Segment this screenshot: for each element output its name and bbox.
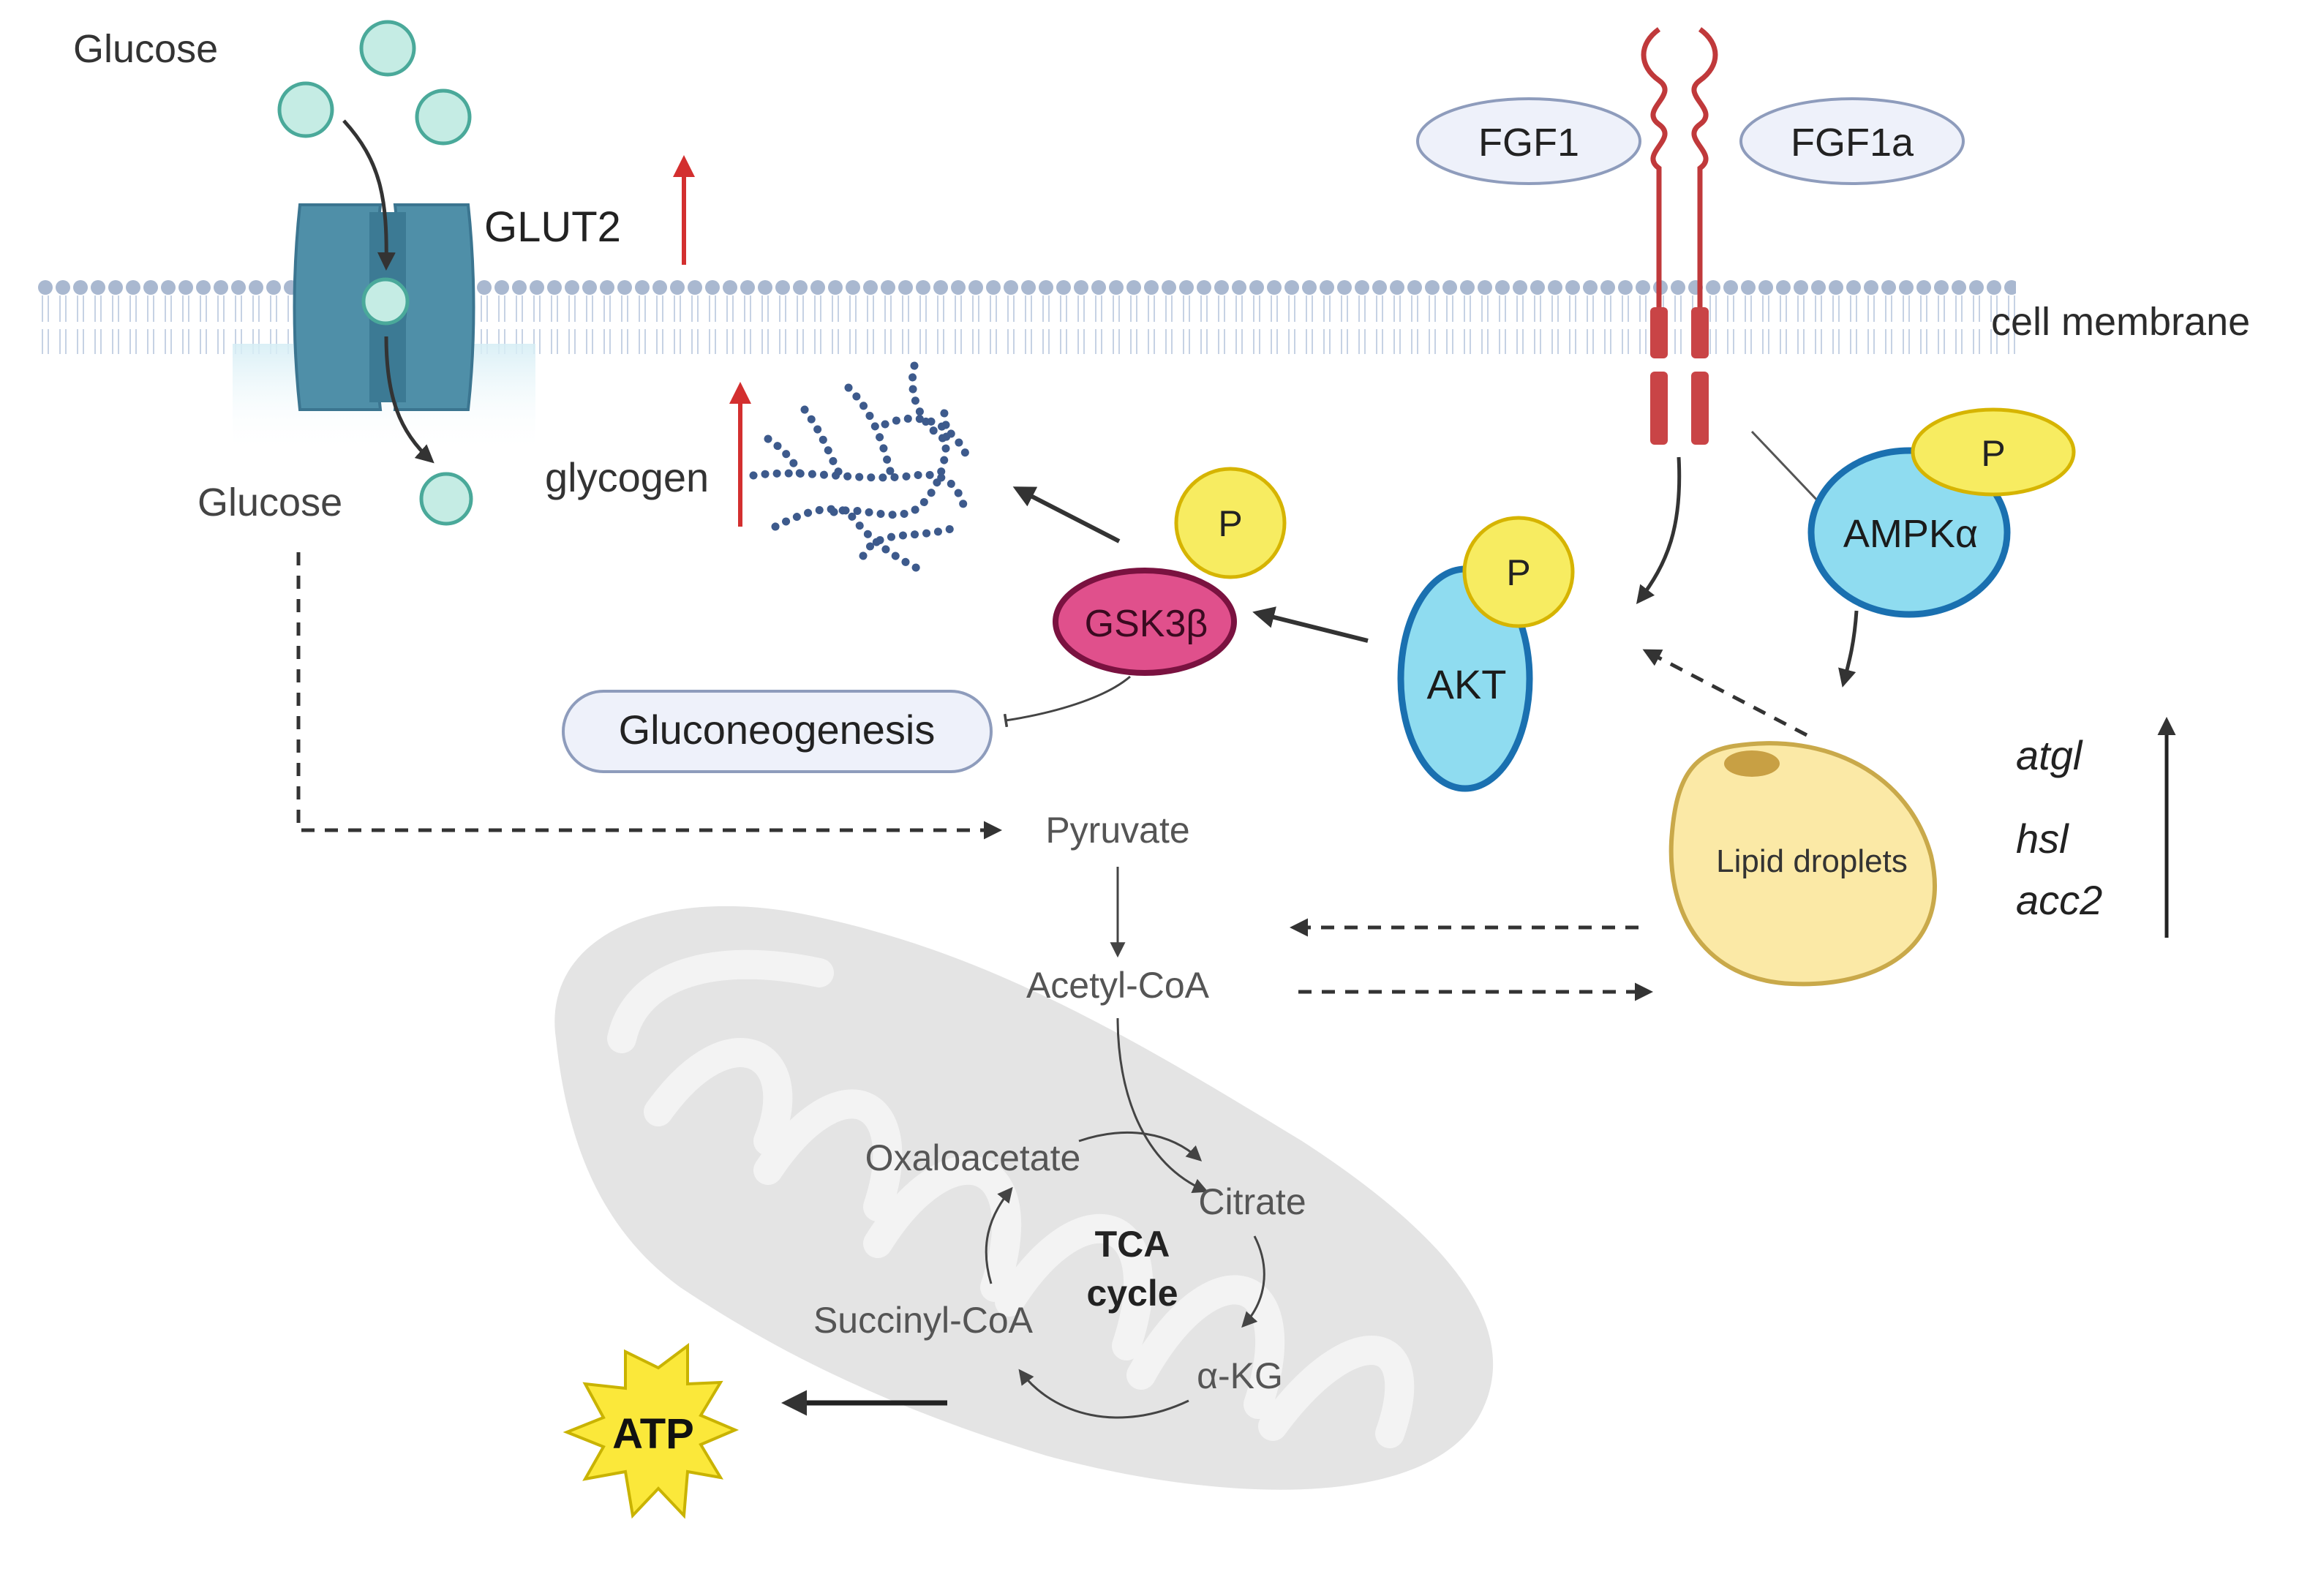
- ampk-phospho-circle: [1911, 407, 2076, 497]
- lipid-to-akt-dashed-arrow: [1642, 649, 1808, 737]
- glucose-inside-label: Glucose: [197, 481, 342, 524]
- lipid-droplets-label: Lipid droplets: [1716, 843, 1908, 879]
- receptor-to-akt-arrow: [1636, 456, 1682, 604]
- ampk-to-lipid-arrow: [1838, 610, 1859, 688]
- acetyl-coa-label: Acetyl-CoA: [1026, 965, 1210, 1006]
- glucose-molecule: [415, 89, 472, 146]
- tca-label-line2: cycle: [1086, 1273, 1178, 1314]
- mitochondrion: [554, 906, 1494, 1490]
- fgf-receptor-transmembrane: [1650, 307, 1709, 445]
- fgf1-ligand: [1416, 97, 1641, 185]
- akt-label: AKT: [1427, 661, 1507, 707]
- glucose-exit-arrow: [384, 336, 434, 464]
- gsk3b-phospho-circle: [1174, 467, 1287, 579]
- atp-starburst: [563, 1343, 740, 1519]
- fgf-receptor: [1641, 27, 1718, 307]
- gsk3b-phospho-label: P: [1218, 503, 1242, 544]
- glycogen-structure: [749, 361, 970, 575]
- glucose-molecule: [359, 20, 416, 77]
- glut2-label: GLUT2: [484, 203, 621, 251]
- gluconeogenesis-box: [562, 690, 993, 773]
- succinylcoa-to-oxaloacetate-arc: [985, 1186, 1013, 1284]
- oxaloacetate-to-citrate-arc: [1078, 1131, 1203, 1162]
- akg-label: α-KG: [1197, 1355, 1283, 1396]
- succinyl-coa-label: Succinyl-CoA: [813, 1300, 1034, 1341]
- akt-to-gsk3b-arrow: [1252, 606, 1369, 643]
- akt-phospho-label: P: [1506, 552, 1530, 593]
- glucose-outside-label: Glucose: [73, 27, 218, 71]
- tca-label-line1: TCA: [1095, 1224, 1170, 1265]
- glucose-molecule: [361, 277, 410, 325]
- citrate-label: Citrate: [1198, 1181, 1306, 1222]
- pyruvate-label: Pyruvate: [1045, 810, 1189, 851]
- gsk3b-to-glycogen-arrow: [1012, 486, 1121, 543]
- gene-atgl: atgl: [2016, 732, 2083, 778]
- atp-label: ATP: [612, 1410, 694, 1458]
- gsk3b-inhibits-gluconeogenesis: [1003, 675, 1131, 728]
- acetylcoa-to-citrate-arrow: [1116, 1017, 1208, 1193]
- gsk3b-label: GSK3β: [1085, 603, 1208, 645]
- fgf1a-label: FGF1a: [1791, 121, 1914, 165]
- fgf1-label: FGF1: [1478, 121, 1579, 165]
- citrate-to-akg-arc: [1241, 1235, 1265, 1328]
- cell-membrane-label: cell membrane: [1991, 300, 2250, 344]
- glycogen-label: glycogen: [545, 454, 709, 500]
- glucose-entry-arrow: [342, 119, 396, 271]
- gluconeogenesis-label: Gluconeogenesis: [619, 707, 936, 753]
- fgf1a-ligand: [1739, 97, 1965, 185]
- gsk3b-node: [1053, 568, 1237, 676]
- akg-to-succinylcoa-arc: [1018, 1369, 1189, 1419]
- oxaloacetate-label: Oxaloacetate: [865, 1137, 1081, 1178]
- receptor-to-ampk-line: [1750, 430, 1823, 506]
- gene-acc2: acc2: [2016, 877, 2102, 923]
- glucose-molecule: [419, 472, 473, 526]
- akt-phospho-circle: [1462, 516, 1575, 628]
- glucose-molecule: [277, 81, 334, 138]
- ampk-phospho-label: P: [1981, 433, 2005, 474]
- lipid-droplet: [1668, 741, 1937, 987]
- gene-hsl: hsl: [2016, 816, 2069, 862]
- ampk-label: AMPKα: [1843, 512, 1978, 556]
- lipid-droplet-highlight: [1724, 750, 1780, 777]
